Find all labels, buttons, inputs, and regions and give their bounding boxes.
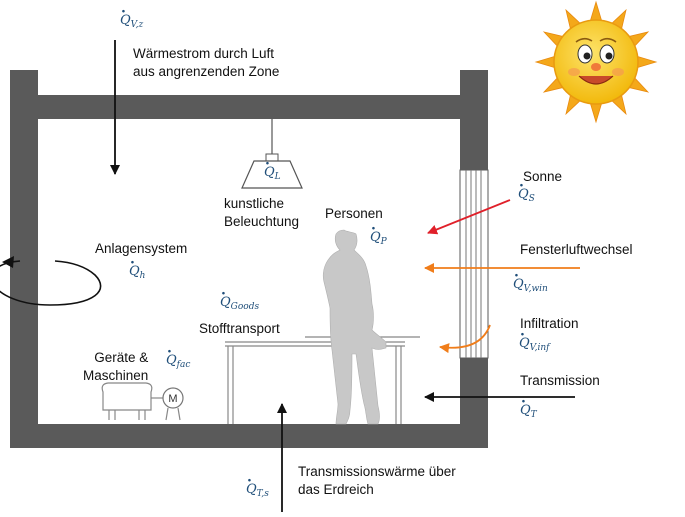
symbol-q-fac: Qfac bbox=[166, 345, 190, 372]
symbol-q-vz: QV,z bbox=[120, 5, 143, 32]
label-heat-air: Wärmestrom durch Luft aus angrenzenden Z… bbox=[133, 46, 280, 79]
label-transmission: Transmission bbox=[520, 373, 600, 388]
label-infiltration: Infiltration bbox=[520, 316, 579, 331]
building-walls bbox=[10, 70, 488, 448]
symbol-q-vinf: QV,inf bbox=[519, 328, 549, 355]
symbol-q-p: QP bbox=[370, 222, 387, 249]
arrow-plant-head bbox=[2, 256, 14, 268]
floor-slab bbox=[10, 424, 488, 448]
arrow-plant-system bbox=[0, 260, 102, 306]
roof-slab bbox=[10, 95, 488, 119]
label-plant-system: Anlagensystem bbox=[95, 241, 188, 256]
left-wall bbox=[10, 70, 38, 448]
right-wall-upper bbox=[460, 70, 488, 170]
label-sun: Sonne bbox=[523, 169, 563, 184]
label-ground: Transmissionswärme über das Erdreich bbox=[298, 464, 456, 497]
symbol-q-l: QL bbox=[264, 157, 281, 184]
symbol-q-h: Qh bbox=[129, 256, 145, 283]
sun-icon bbox=[534, 0, 658, 124]
person-icon bbox=[322, 229, 387, 425]
motor-label: M bbox=[168, 393, 177, 405]
label-persons: Personen bbox=[325, 206, 383, 221]
arrow-sun bbox=[427, 199, 511, 235]
right-wall-lower bbox=[460, 358, 488, 448]
symbol-q-vwin: QV,win bbox=[513, 269, 548, 296]
label-window-air: Fensterluftwechsel bbox=[520, 242, 633, 257]
label-lighting: kunstliche Beleuchtung bbox=[224, 196, 300, 229]
symbol-q-goods: QGoods bbox=[220, 287, 259, 314]
symbol-q-t: QT bbox=[520, 395, 537, 422]
arrow-infiltration bbox=[439, 324, 491, 354]
machine-icon bbox=[101, 382, 163, 420]
motor-icon: M bbox=[162, 387, 184, 421]
table-icon bbox=[225, 336, 420, 424]
symbol-q-ts: QT,s bbox=[246, 474, 269, 501]
symbol-q-s: QS bbox=[518, 179, 535, 206]
label-devices: Geräte & Maschinen bbox=[83, 350, 149, 383]
label-material-transport: Stofftransport bbox=[199, 321, 280, 336]
window-icon bbox=[459, 169, 489, 359]
